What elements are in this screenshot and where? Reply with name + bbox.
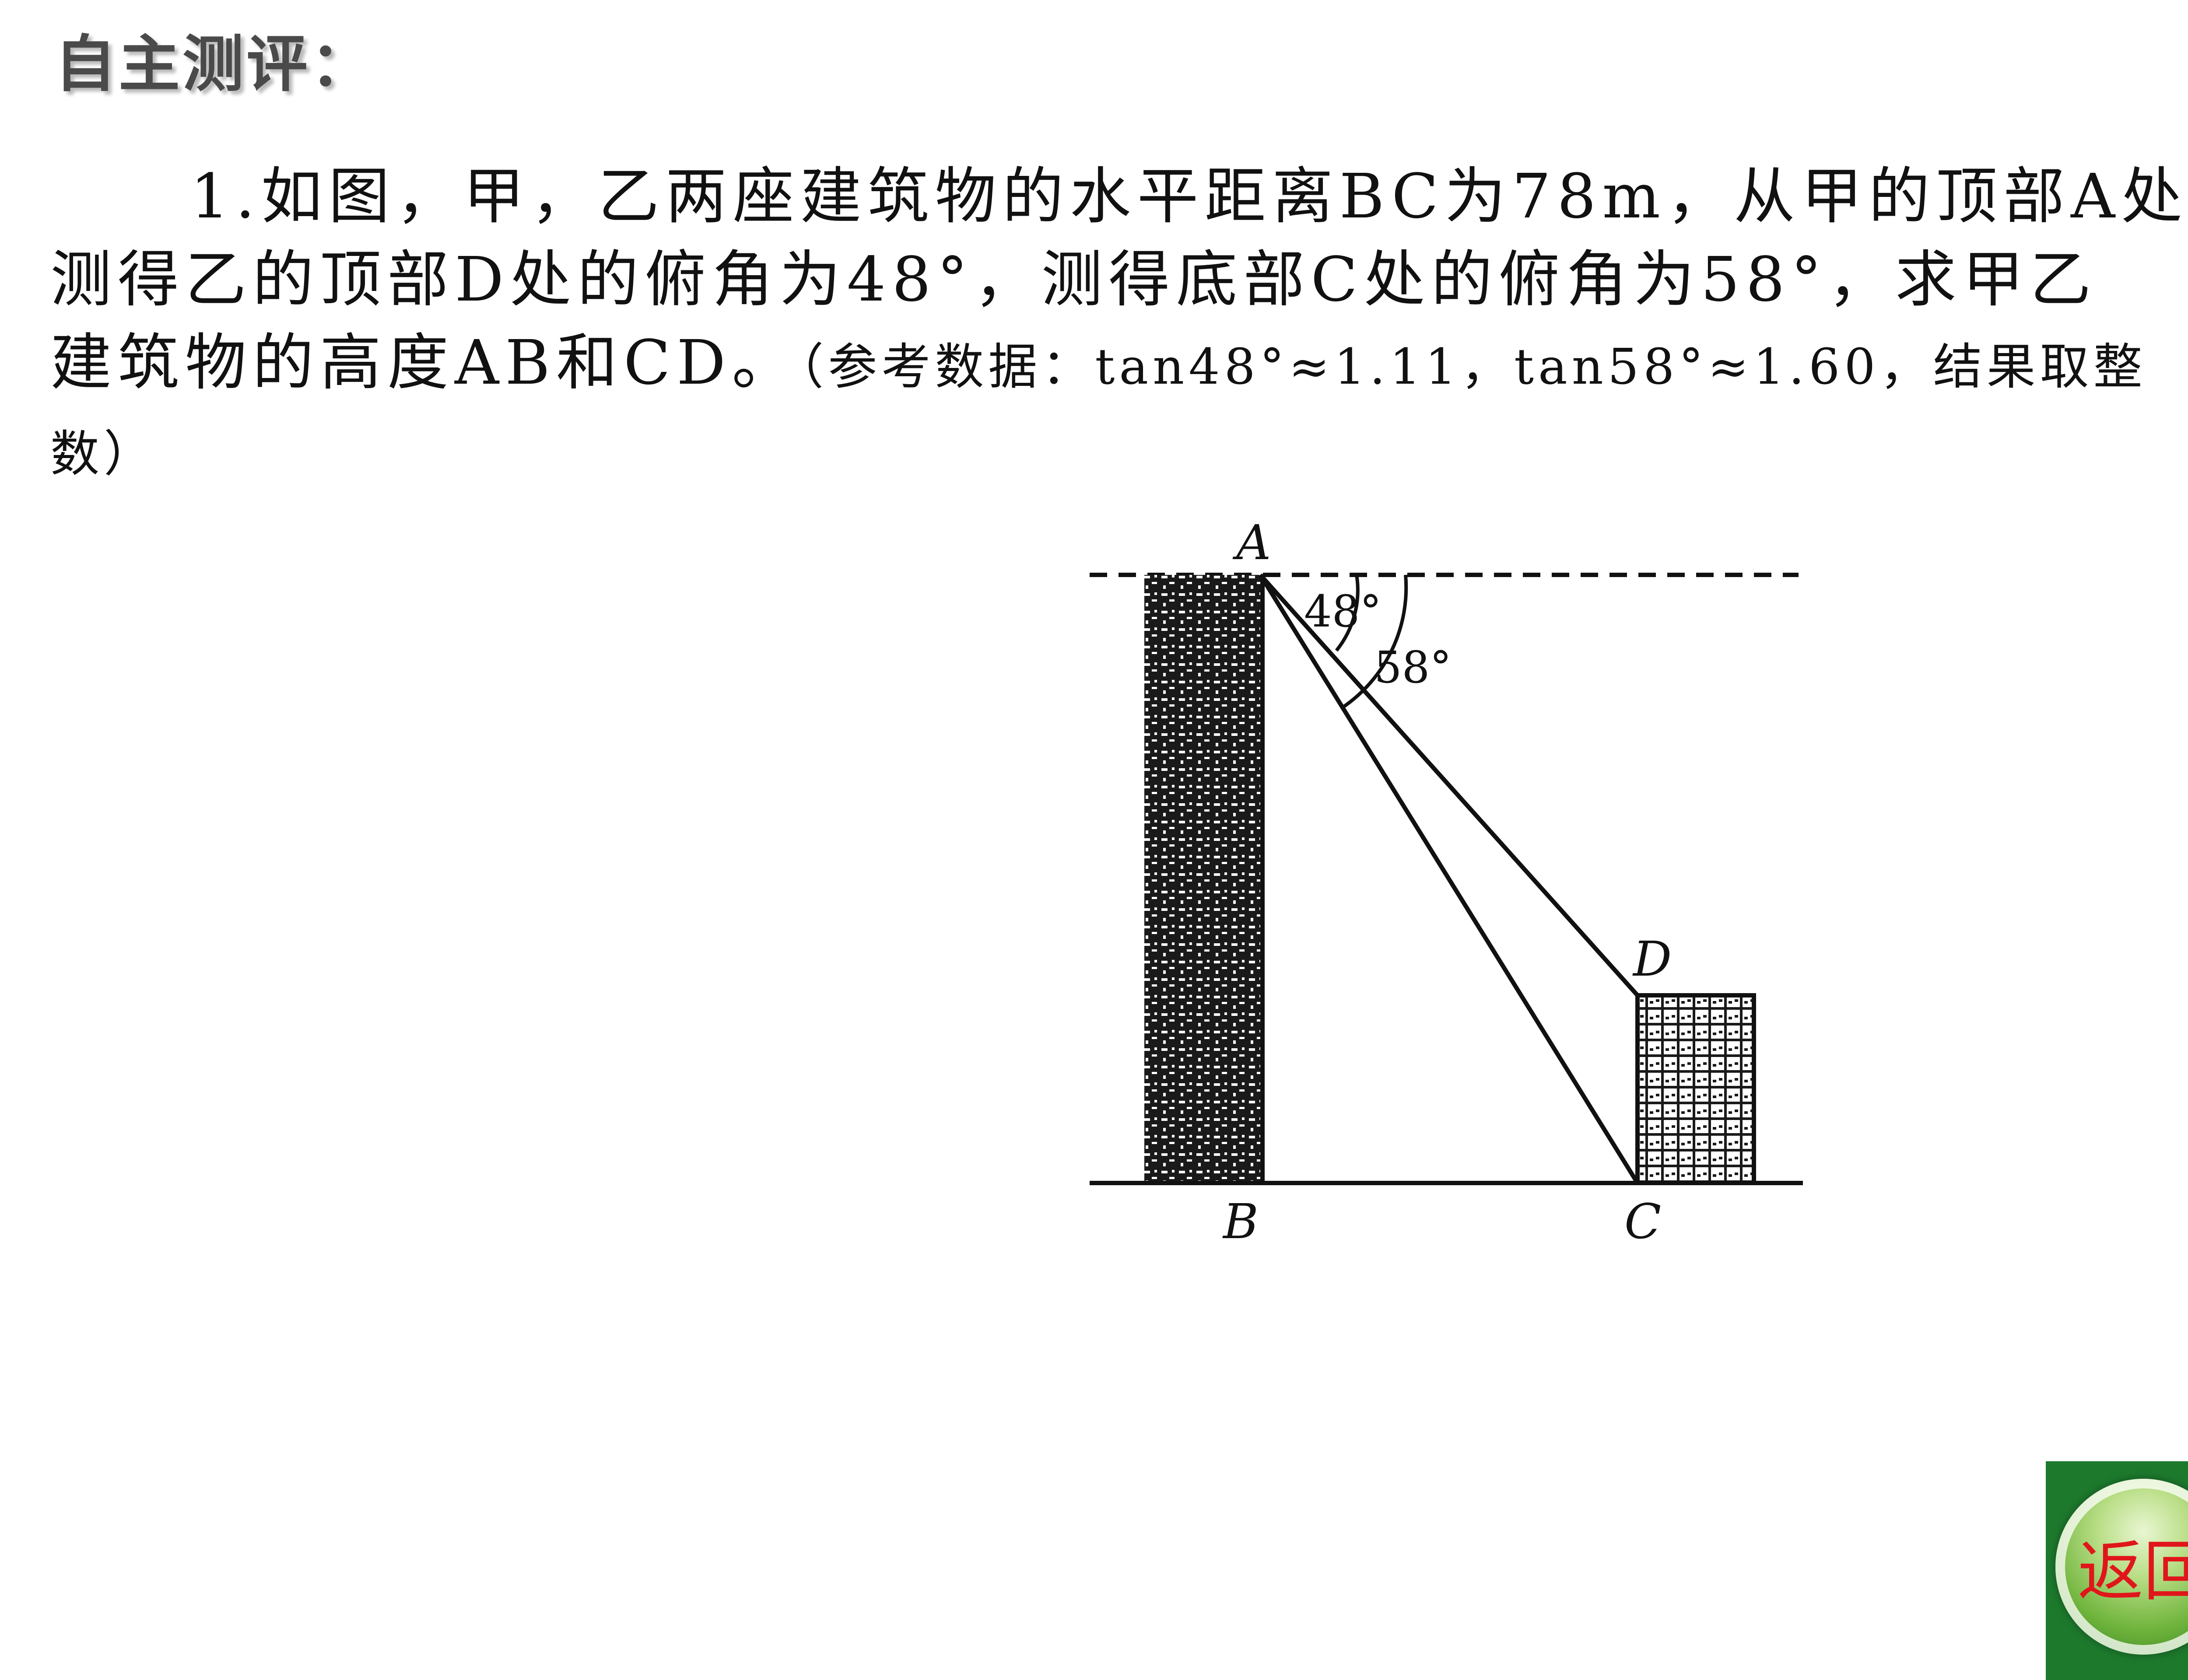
- problem-note-end: 数）: [50, 426, 157, 483]
- back-button[interactable]: 返回: [2046, 1461, 2188, 1680]
- building-diagram: 48° 58° A B C D: [1090, 514, 1803, 1250]
- angle-arc-48: [1335, 574, 1360, 652]
- line-AD: [1259, 573, 1639, 997]
- problem-number: 1.: [190, 161, 261, 232]
- back-button-disc: [2055, 1479, 2188, 1655]
- page-title: 自主测评：: [55, 29, 375, 100]
- point-label-B: B: [1222, 1194, 1259, 1250]
- problem-text: 1.如图，甲，乙两座建筑物的水平距离BC为78m，从甲的顶部A处测得乙的顶部D处…: [50, 155, 2188, 496]
- problem-note: （参考数据：tan48°≈1.11，tan58°≈1.60，结果取整: [799, 339, 2147, 396]
- building-yi: [1635, 993, 1756, 1185]
- angle-label-58: 58°: [1374, 642, 1452, 693]
- angle-arc-58: [1341, 574, 1408, 709]
- angle-label-48: 48°: [1304, 586, 1382, 637]
- point-label-D: D: [1632, 931, 1672, 987]
- problem-line-1: 如图，甲，乙两座建筑物的水平距离BC为78m，从甲的顶部A处: [261, 161, 2188, 232]
- problem-line-2: 测得乙的顶部D处的俯角为48°，测得底部C处的俯角为58°，求甲乙: [50, 244, 2097, 315]
- point-label-A: A: [1232, 514, 1271, 570]
- building-jia: [1144, 575, 1262, 1183]
- line-AC: [1258, 574, 1640, 1184]
- point-label-C: C: [1624, 1194, 1661, 1250]
- problem-line-3: 建筑物的高度AB和CD。: [50, 327, 799, 399]
- back-button-label: 返回: [2077, 1534, 2188, 1610]
